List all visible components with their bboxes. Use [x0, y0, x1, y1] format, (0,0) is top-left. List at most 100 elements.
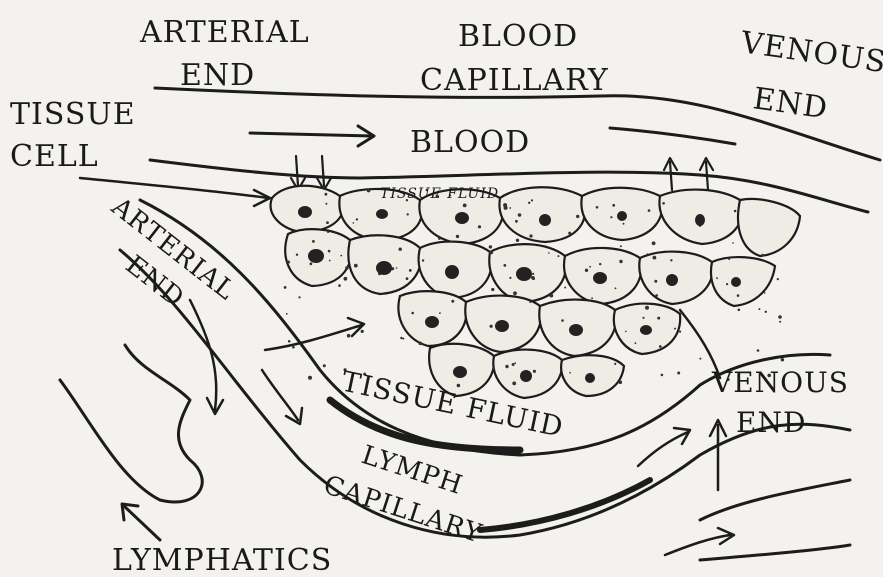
label-blood: BLOOD	[410, 125, 530, 160]
fluid-dot	[549, 294, 553, 298]
fluid-dot	[670, 259, 672, 261]
fluid-dot	[564, 287, 566, 289]
nucleus	[569, 324, 583, 336]
nucleus	[593, 272, 607, 284]
fluid-dot	[354, 264, 358, 268]
fluid-dot	[528, 202, 530, 204]
fluid-dot	[642, 317, 644, 319]
bottom-right-vessel	[700, 480, 850, 560]
fluid-dot	[764, 292, 766, 294]
fluid-dot	[657, 317, 660, 320]
fluid-dot	[529, 234, 532, 237]
fluid-dot	[778, 315, 782, 319]
fluid-dot	[438, 237, 441, 240]
fluid-dot	[558, 255, 560, 257]
label-venous-end-top-2: END	[751, 81, 830, 126]
nucleus	[516, 267, 532, 281]
fluid-dot	[503, 203, 507, 207]
flow-arrow-to-cells	[265, 325, 362, 350]
fluid-dot	[612, 204, 615, 207]
fluid-dot	[367, 189, 371, 193]
flow-arrow-arterial-end-2	[262, 370, 298, 420]
fluid-dot	[284, 286, 287, 289]
fluid-dot	[677, 372, 680, 375]
fluid-dot	[286, 313, 288, 315]
fluid-dot	[674, 328, 676, 330]
fluid-dot	[411, 312, 414, 315]
tissue-cell-pointer-line	[80, 178, 268, 198]
fluid-dot	[344, 277, 348, 281]
fluid-dot	[596, 206, 599, 209]
fluid-dot	[620, 245, 622, 247]
label-arterial-end-top-2: END	[180, 58, 255, 93]
label-venous-end-bottom-1: VENOUS	[711, 366, 849, 399]
fluid-dot	[529, 301, 531, 303]
label-blood-capillary-1: BLOOD	[458, 19, 578, 54]
fluid-dot	[418, 342, 422, 346]
fluid-dot	[345, 266, 349, 270]
fluid-dot	[589, 266, 591, 268]
fluid-dot	[292, 346, 295, 349]
fluid-dot	[298, 296, 300, 298]
fluid-dot	[655, 294, 658, 297]
fluid-dot	[614, 363, 616, 365]
fluid-dot	[328, 250, 331, 253]
nucleus	[425, 316, 439, 328]
flow-arrow-venous-diag	[638, 432, 688, 466]
fluid-dot	[409, 269, 412, 272]
fluid-dot	[326, 221, 329, 224]
fluid-dot	[402, 323, 404, 325]
fluid-dot	[310, 262, 313, 265]
fluid-dot	[652, 241, 656, 245]
fluid-dot	[451, 300, 454, 303]
nucleus	[445, 265, 459, 279]
fluid-dot	[615, 287, 617, 289]
tissue-cell	[499, 187, 585, 242]
fluid-dot	[400, 337, 402, 339]
fluid-dot	[625, 331, 627, 333]
fluid-dot	[512, 382, 516, 386]
fluid-dot	[478, 225, 481, 228]
fluid-dot	[619, 380, 623, 384]
fluid-dot	[585, 269, 588, 272]
tissue-cell	[738, 199, 800, 256]
fluid-dot	[757, 349, 760, 352]
fluid-dot	[648, 209, 651, 212]
fluid-dot	[492, 367, 495, 370]
fluid-dot	[509, 277, 511, 279]
fluid-dot	[340, 255, 342, 257]
reabsorption-arrow-1	[670, 162, 672, 190]
fluid-dot	[323, 364, 326, 367]
fluid-dot	[515, 220, 518, 223]
label-venous-end-top-1: VENOUS	[738, 25, 883, 80]
fluid-dot	[569, 372, 571, 374]
label-venous-end-bottom-2: END	[736, 406, 806, 439]
fluid-dot	[347, 334, 351, 338]
fluid-dot	[338, 284, 341, 287]
fluid-dot	[732, 242, 734, 244]
nucleus	[666, 274, 678, 286]
fluid-dot	[699, 358, 701, 360]
fluid-dot	[513, 291, 517, 295]
fluid-dot	[779, 321, 781, 323]
fluid-dot	[726, 283, 728, 285]
nucleus	[453, 366, 467, 378]
fluid-dot	[296, 254, 298, 256]
fluid-dot	[647, 253, 649, 255]
fluid-dot	[561, 319, 564, 322]
nucleus	[617, 211, 627, 221]
fluid-dot	[457, 384, 461, 388]
fluid-dot	[325, 193, 328, 196]
fluid-dot	[659, 345, 662, 348]
reabsorption-arrow-2	[706, 162, 708, 190]
nucleus	[376, 209, 388, 219]
fluid-dot	[728, 258, 730, 260]
fluid-dot	[406, 277, 409, 280]
fluid-dot	[312, 240, 315, 243]
fluid-dot	[532, 273, 534, 275]
fluid-dot	[623, 223, 625, 225]
fluid-dot	[325, 203, 327, 205]
fluid-dot	[407, 213, 409, 215]
fluid-dot	[765, 311, 767, 313]
